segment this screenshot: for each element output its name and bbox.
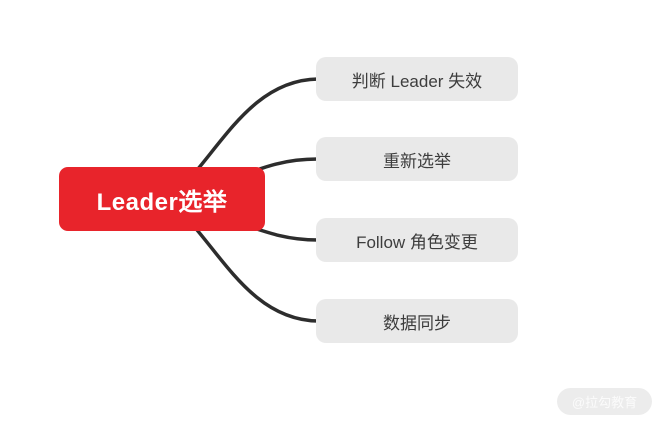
watermark-badge: @拉勾教育 bbox=[557, 388, 652, 415]
branch-node-label: 重新选举 bbox=[383, 151, 451, 171]
root-node-leader-election: Leader选举 bbox=[59, 167, 265, 231]
watermark-label: @拉勾教育 bbox=[571, 395, 638, 410]
branch-node-label: Follow 角色变更 bbox=[356, 232, 478, 252]
branch-node-re-election: 重新选举 bbox=[316, 137, 518, 181]
branch-node-follow-role-change: Follow 角色变更 bbox=[316, 218, 518, 262]
root-node-label: Leader选举 bbox=[96, 188, 228, 216]
branch-node-judge-leader-failure: 判断 Leader 失效 bbox=[316, 57, 518, 101]
branch-node-label: 数据同步 bbox=[383, 313, 451, 333]
branch-node-label: 判断 Leader 失效 bbox=[351, 71, 483, 91]
branch-node-data-sync: 数据同步 bbox=[316, 299, 518, 343]
